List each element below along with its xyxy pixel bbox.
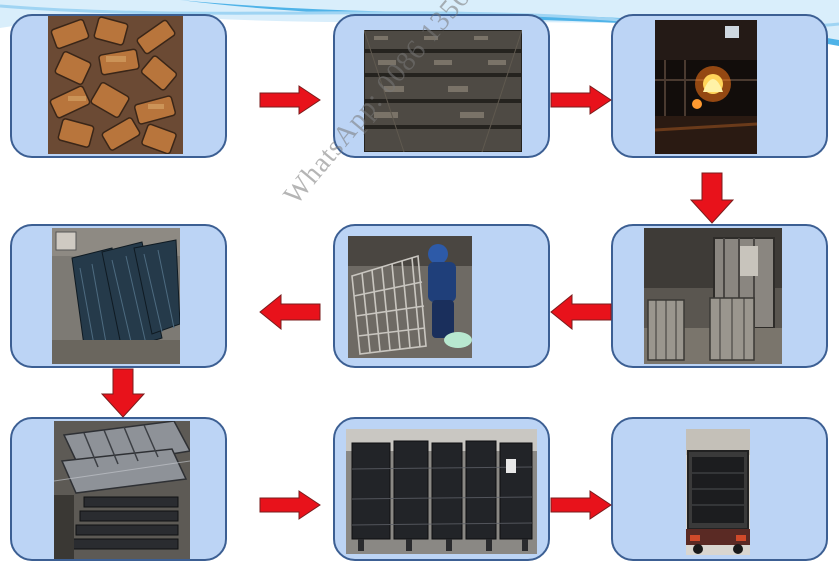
painted-grates-photo — [52, 228, 180, 364]
step-card-shot-blasting — [611, 224, 828, 368]
arrow-down-1 — [690, 172, 734, 224]
furnace-melting-photo — [655, 20, 757, 154]
step-card-container — [611, 417, 828, 561]
step-card-scrap-metal — [10, 14, 227, 158]
welding-assembly-photo — [348, 236, 472, 358]
step-card-sand-molds — [333, 14, 550, 158]
arrow-right-4 — [550, 490, 612, 520]
step-card-painted — [10, 224, 227, 368]
step-card-furnace — [611, 14, 828, 158]
wrapped-pallets-photo — [346, 429, 537, 554]
arrow-down-2 — [101, 368, 145, 418]
scrap-metal-photo — [48, 16, 183, 154]
arrow-right-1 — [259, 85, 321, 115]
arrow-left-1 — [550, 294, 612, 330]
shot-blasting-photo — [644, 228, 782, 364]
step-card-welding — [333, 224, 550, 368]
arrow-left-2 — [259, 294, 321, 330]
arrow-right-2 — [550, 85, 612, 115]
container-loading-photo — [686, 429, 750, 555]
arrow-right-3 — [259, 490, 321, 520]
sand-casting-molds-photo — [364, 30, 522, 152]
step-card-stacked — [10, 417, 227, 561]
step-card-wrapped — [333, 417, 550, 561]
stacked-grates-photo — [54, 421, 190, 559]
